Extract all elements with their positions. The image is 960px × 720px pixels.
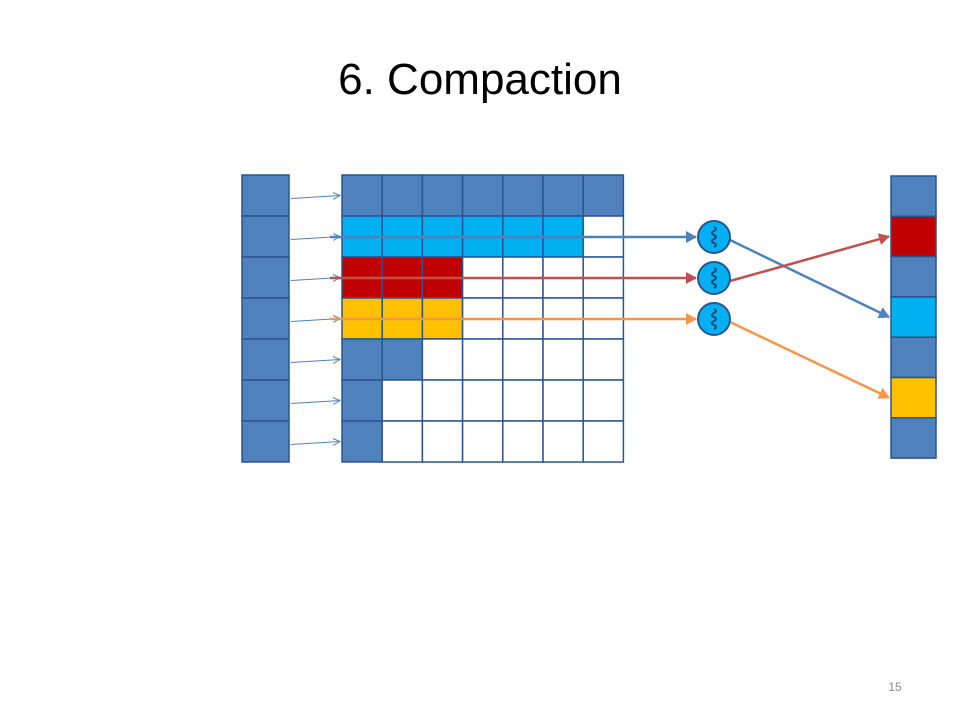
matrix-cell-r5-c1 (341, 338, 383, 381)
page-number: 15 (888, 680, 902, 694)
worker-1-output-arrow (729, 238, 890, 319)
matrix-cell-r6-c5 (502, 379, 544, 422)
matrix-cell-r1-c3 (421, 174, 464, 217)
matrix-cell-r5-c7 (582, 338, 625, 381)
matrix-cell-r1-c2 (381, 174, 424, 217)
matrix-cell-r6-c6 (542, 379, 584, 422)
matrix-cell-r5-c3 (421, 338, 464, 381)
worker-3-icon (697, 302, 731, 336)
pointer-cell-1 (241, 174, 290, 217)
pointer-cell-4 (241, 297, 290, 340)
pointer-cell-5 (241, 338, 290, 381)
worker-layer (697, 220, 731, 336)
output-cell-1 (890, 175, 937, 218)
matrix-cell-r1-c1 (341, 174, 383, 217)
worker-2-output-arrow (729, 233, 890, 283)
matrix-cell-r5-c4 (461, 338, 504, 381)
output-cell-2 (890, 215, 937, 258)
pointer-arrow-1 (290, 196, 340, 199)
matrix-cell-r5-c2 (381, 338, 424, 381)
matrix-cell-r6-c4 (461, 379, 504, 422)
matrix-cell-r5-c6 (542, 338, 584, 381)
pointer-arrow-7 (290, 442, 340, 445)
worker-2-icon (697, 261, 731, 295)
worker-3-output-arrow (729, 320, 890, 399)
matrix-cell-r7-c3 (421, 420, 464, 463)
matrix-cell-r6-c3 (421, 379, 464, 422)
matrix-cell-r1-c4 (461, 174, 504, 217)
worker-1-icon (697, 220, 731, 254)
slide-title: 6. Compaction (338, 55, 622, 104)
matrix-cell-r5-c5 (502, 338, 544, 381)
matrix-cell-r7-c7 (582, 420, 625, 463)
matrix-cell-r6-c7 (582, 379, 625, 422)
output-cell-4 (890, 296, 937, 338)
matrix-cell-r7-c4 (461, 420, 504, 463)
pointer-cell-6 (241, 379, 290, 422)
matrix-cell-r1-c7 (582, 174, 625, 217)
matrix-cell-r7-c2 (381, 420, 424, 463)
output-cell-5 (890, 336, 937, 379)
matrix-cell-r7-c1 (341, 420, 383, 463)
output-cell-7 (890, 417, 937, 459)
pointer-cell-7 (241, 420, 290, 463)
matrix-cell-r6-c2 (381, 379, 424, 422)
matrix-cell-r1-c6 (542, 174, 584, 217)
pointer-arrow-6 (290, 401, 340, 404)
matrix-cell-r7-c5 (502, 420, 544, 463)
pointer-cell-2 (241, 215, 290, 258)
matrix-cell-r7-c6 (542, 420, 584, 463)
matrix-cell-r6-c1 (341, 379, 383, 422)
arrow-layer (290, 196, 890, 445)
output-cell-6 (890, 376, 937, 419)
output-cell-3 (890, 255, 937, 298)
pointer-arrow-5 (290, 360, 340, 363)
pointer-cell-3 (241, 256, 290, 299)
matrix-cell-r1-c5 (502, 174, 544, 217)
